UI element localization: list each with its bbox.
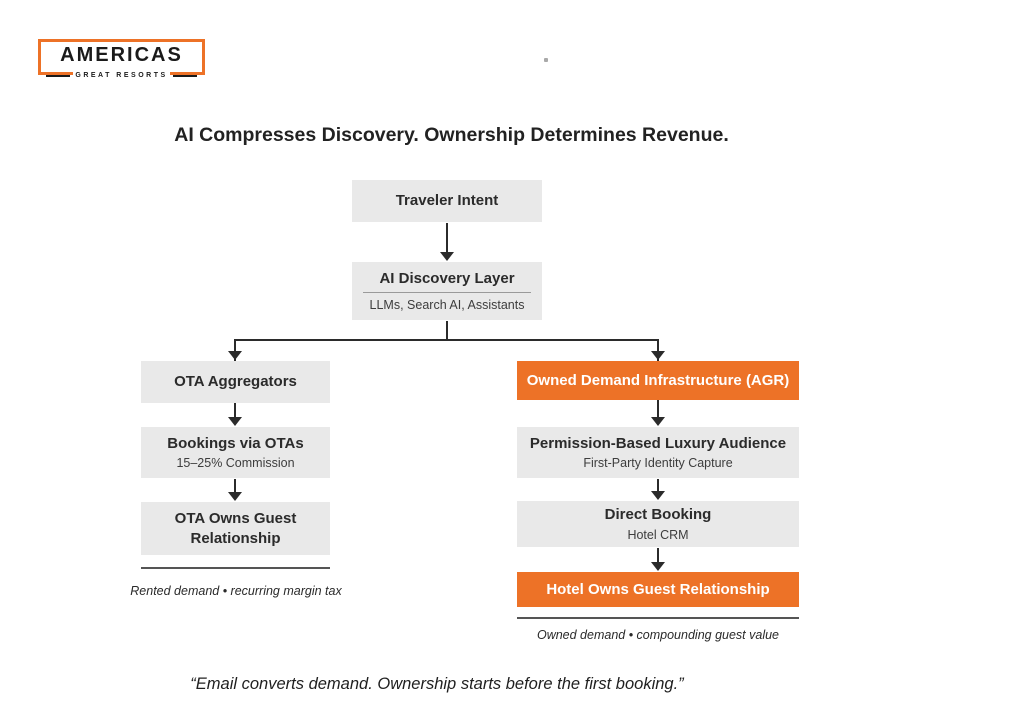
logo-dash-right-icon	[172, 74, 198, 77]
node-sublabel: 15–25% Commission	[176, 456, 295, 471]
page-title: AI Compresses Discovery. Ownership Deter…	[174, 124, 729, 146]
logo-dash-left-icon	[46, 74, 71, 77]
node-label: Bookings via OTAs	[167, 434, 304, 452]
arrow-down-icon	[651, 417, 665, 426]
right-branch-divider	[517, 617, 799, 619]
left-branch-caption: Rented demand • recurring margin tax	[130, 584, 342, 598]
node-owned-demand-infrastructure: Owned Demand Infrastructure (AGR)	[517, 361, 799, 400]
node-label: OTA Owns Guest Relationship	[174, 510, 297, 547]
node-traveler-intent: Traveler Intent	[352, 180, 542, 222]
node-label: Direct Booking	[604, 506, 712, 524]
ai-discovery-underline	[363, 292, 531, 294]
node-ota-aggregators: OTA Aggregators	[141, 361, 330, 403]
node-label: Permission-Based Luxury Audience	[529, 434, 787, 452]
node-ai-discovery-layer: AI Discovery Layer LLMs, Search AI, Assi…	[352, 262, 542, 320]
node-label: Traveler Intent	[395, 192, 499, 210]
arrow-down-icon	[651, 562, 665, 571]
arrow-down-icon	[228, 351, 242, 360]
americas-great-resorts-logo: AMERICAS GREAT RESORTS	[38, 39, 205, 79]
logo-tagline: GREAT RESORTS	[73, 72, 170, 79]
arrow-down-icon	[440, 252, 454, 261]
arrow-down-icon	[651, 491, 665, 500]
logo-wordmark: AMERICAS	[60, 44, 183, 66]
node-sublabel: LLMs, Search AI, Assistants	[369, 298, 525, 313]
arrow-down-icon	[651, 351, 665, 360]
node-hotel-owns-guest-relationship: Hotel Owns Guest Relationship	[517, 572, 799, 607]
arrow-down-icon	[228, 492, 242, 501]
node-sublabel: Hotel CRM	[627, 527, 689, 542]
node-label: AI Discovery Layer	[379, 269, 515, 287]
stray-dot	[544, 58, 548, 62]
node-ota-owns-guest-relationship: OTA Owns Guest Relationship	[141, 502, 330, 555]
footer-quote: “Email converts demand. Ownership starts…	[190, 675, 684, 693]
node-permission-based-luxury-audience: Permission-Based Luxury Audience First-P…	[517, 427, 799, 478]
node-direct-booking: Direct Booking Hotel CRM	[517, 501, 799, 547]
arrow-down-icon	[228, 417, 242, 426]
node-label: Owned Demand Infrastructure (AGR)	[526, 371, 790, 389]
left-branch-divider	[141, 567, 330, 569]
logo-tagline-row: GREAT RESORTS	[46, 72, 198, 79]
node-bookings-via-otas: Bookings via OTAs 15–25% Commission	[141, 427, 330, 478]
node-label: Hotel Owns Guest Relationship	[546, 580, 770, 598]
right-branch-caption: Owned demand • compounding guest value	[536, 628, 780, 642]
node-label: OTA Aggregators	[174, 373, 297, 391]
node-sublabel: First-Party Identity Capture	[583, 456, 733, 471]
